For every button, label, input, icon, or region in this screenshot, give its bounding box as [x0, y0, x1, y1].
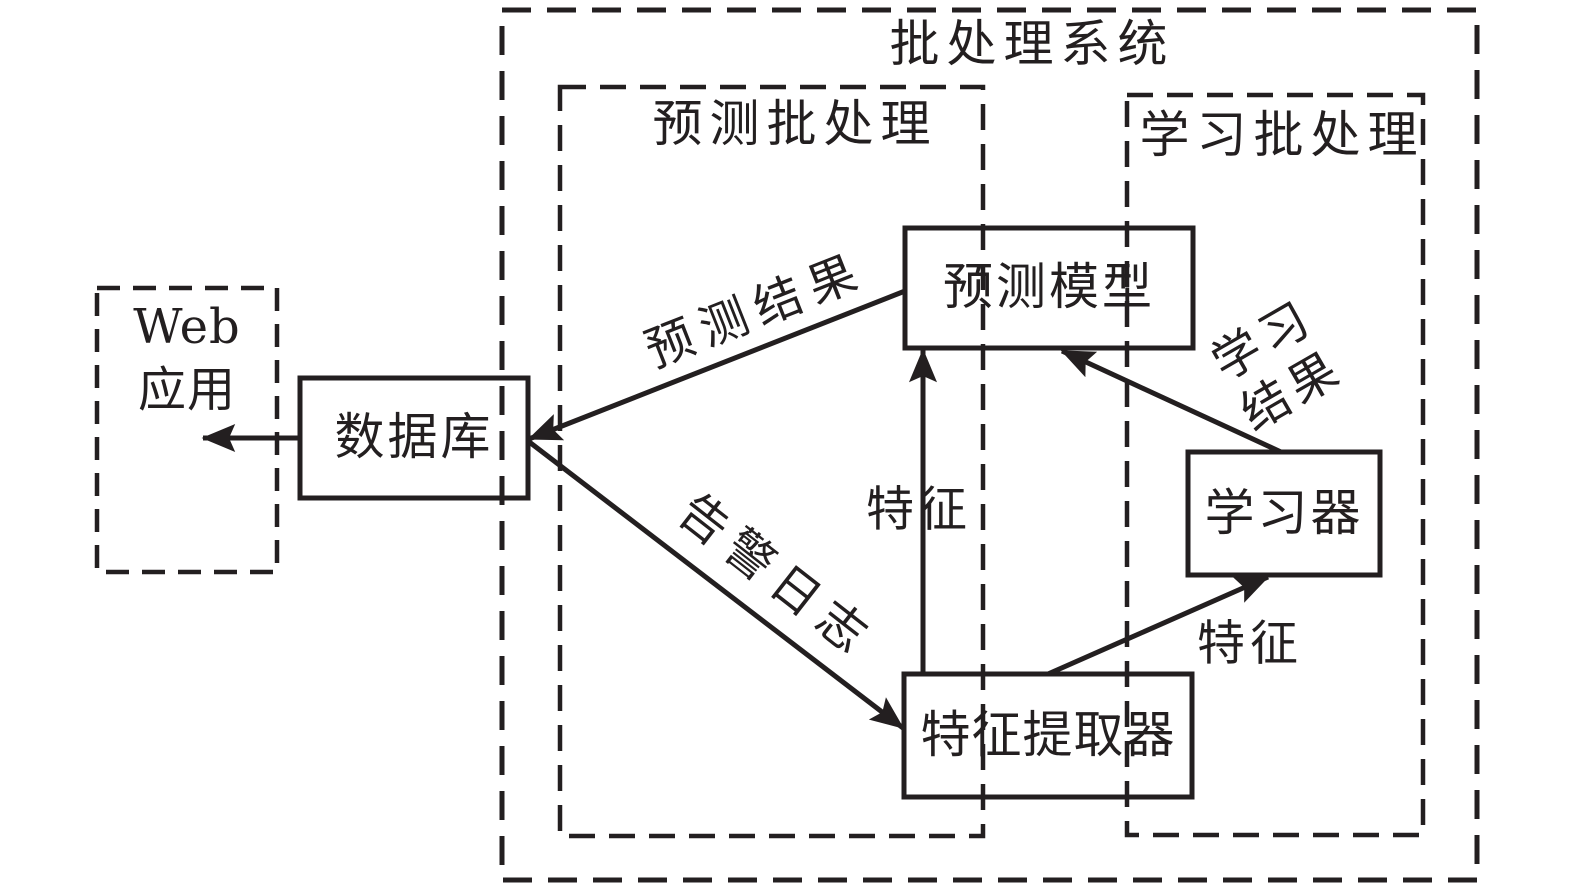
arrow-database-to-extractor — [526, 439, 905, 730]
arrow-extractor-to-learner — [1046, 574, 1270, 677]
predict-batch-title: 预测批处理 — [652, 95, 938, 153]
web-app-box — [94, 285, 280, 575]
learn-batch-title: 学习批处理 — [1139, 106, 1425, 164]
web-app-label-line1: Web — [133, 299, 241, 355]
edge-label-features-to-model: 特征 — [865, 481, 973, 538]
web-app-label: Web 应用 — [97, 296, 277, 423]
predict-model-label: 预测模型 — [943, 258, 1155, 317]
learn-batch-box — [1124, 92, 1426, 838]
web-app-label-line2: 应用 — [137, 362, 236, 419]
learner-label: 学习器 — [1204, 483, 1364, 542]
batch-system-box — [499, 7, 1480, 883]
arrow-learner-to-model — [1060, 348, 1283, 455]
arrow-model-to-database — [527, 288, 906, 442]
predict-model-node-box — [902, 225, 1196, 351]
database-label: 数据库 — [334, 408, 494, 467]
database-node-box — [297, 375, 531, 501]
edge-label-features-to-learner: 特征 — [1196, 615, 1304, 672]
learner-node-box — [1185, 449, 1383, 578]
feature-extractor-node-box — [901, 671, 1195, 800]
feature-extractor-label: 特征提取器 — [920, 705, 1176, 764]
predict-batch-box — [557, 84, 986, 839]
batch-system-title: 批处理系统 — [889, 15, 1175, 73]
